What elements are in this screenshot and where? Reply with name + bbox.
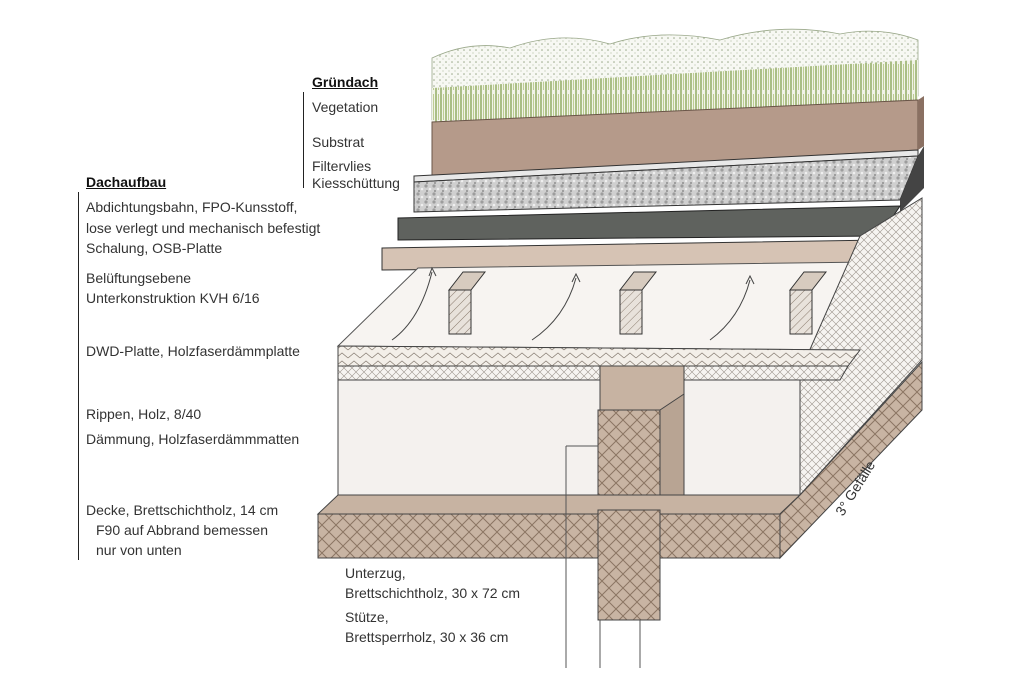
- column-outline-left: [565, 445, 598, 668]
- beam-top: [599, 365, 685, 411]
- label-unterzug-material: Brettschichtholz, 30 x 72 cm: [345, 585, 521, 601]
- dachaufbau-heading: Dachaufbau: [86, 174, 167, 190]
- batten-1: [448, 289, 472, 335]
- label-stuetze-material: Brettsperrholz, 30 x 36 cm: [345, 629, 509, 645]
- label-unterzug: Unterzug,: [345, 565, 406, 581]
- label-stuetze: Stütze,: [345, 609, 389, 625]
- column: [597, 509, 661, 621]
- ceiling-slab-top: [316, 494, 802, 515]
- label-dwd-platte: DWD-Platte, Holzfaserdämmplatte: [86, 343, 300, 359]
- ceiling-slab: [317, 513, 781, 559]
- membrane-layer: [397, 205, 901, 241]
- airflow-arrow-3: [709, 279, 751, 341]
- gruendach-bracket: [303, 92, 304, 188]
- insulation-block: [337, 379, 801, 496]
- label-filtervlies: Filtervlies: [312, 158, 372, 174]
- grass-blades: [432, 60, 918, 122]
- label-rippen: Rippen, Holz, 8/40: [86, 406, 202, 422]
- dachaufbau-bracket: [78, 192, 79, 560]
- column-outline-right: [599, 620, 641, 668]
- gruendach-heading: Gründach: [312, 74, 379, 90]
- label-abdichtungsbahn-2: lose verlegt und mechanisch befestigt: [86, 220, 321, 236]
- label-belueftungsebene: Belüftungsebene: [86, 270, 192, 286]
- label-schalung: Schalung, OSB-Platte: [86, 240, 223, 256]
- label-unterkonstruktion: Unterkonstruktion KVH 6/16: [86, 290, 260, 306]
- dwd-board-lower: [337, 365, 849, 381]
- label-daemmung: Dämmung, Holzfaserdämmmatten: [86, 431, 300, 447]
- batten-2: [619, 289, 643, 335]
- label-substrat: Substrat: [312, 134, 365, 150]
- batten-3: [789, 289, 813, 335]
- ceiling-slab-side: [779, 360, 923, 560]
- label-vegetation: Vegetation: [312, 99, 379, 115]
- airflow-arrow-1: [391, 271, 433, 341]
- airflow-arrow-2: [531, 277, 577, 341]
- gravel-side: [900, 146, 924, 212]
- label-nur-von-unten: nur von unten: [96, 542, 182, 558]
- label-abdichtungsbahn: Abdichtungsbahn, FPO-Kunsstoff,: [86, 199, 298, 215]
- substrate-side: [918, 96, 924, 150]
- label-kiesschuettung: Kiesschüttung: [312, 175, 400, 191]
- label-decke: Decke, Brettschichtholz, 14 cm: [86, 502, 279, 518]
- label-f90: F90 auf Abbrand bemessen: [96, 522, 269, 538]
- dwd-board-layer: [337, 345, 861, 367]
